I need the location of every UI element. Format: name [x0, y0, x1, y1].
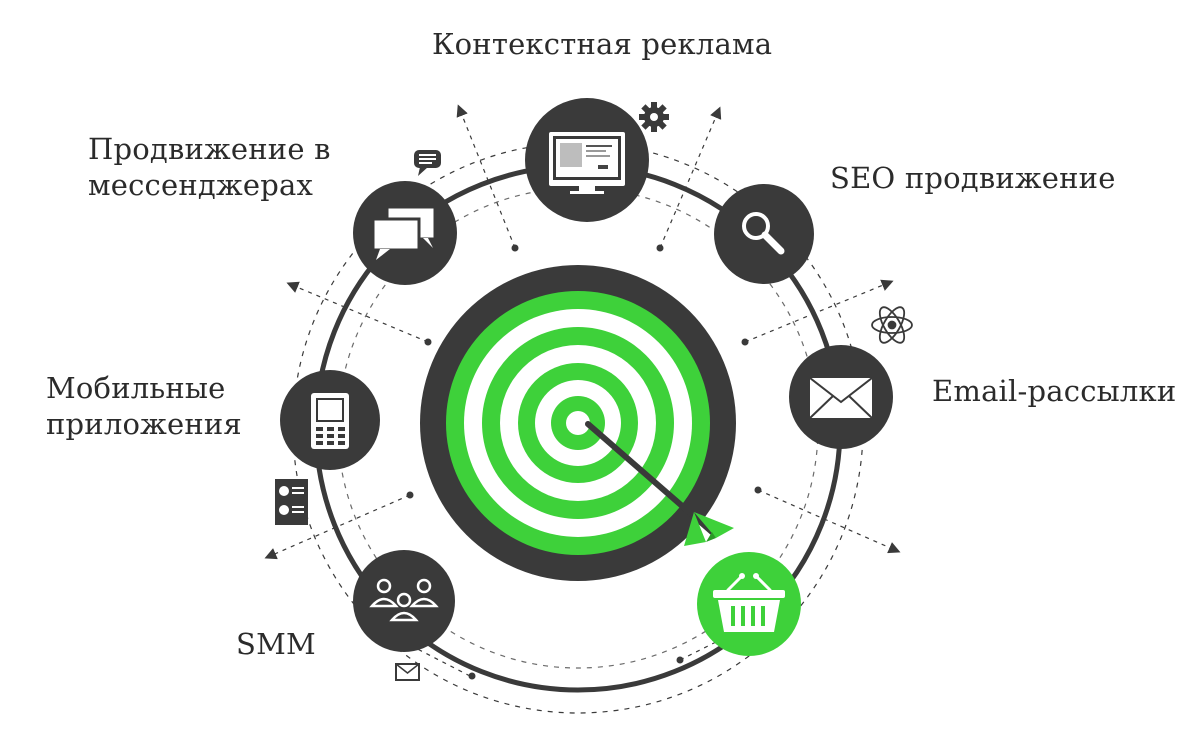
monitor-icon [549, 132, 625, 194]
label-messengers-line-1: Продвижение в [88, 132, 331, 166]
node-shopping[interactable] [697, 552, 801, 656]
node-context-ads[interactable] [525, 98, 649, 222]
label-context-ads-text: Контекстная реклама [432, 27, 773, 61]
label-context-ads: Контекстная реклама [432, 26, 772, 62]
label-messengers: Продвижение в мессенджерах [88, 131, 331, 203]
arrow-icon [585, 421, 734, 546]
label-smm: SMM [236, 626, 316, 662]
label-smm-text: SMM [236, 627, 316, 661]
target-icon [420, 265, 736, 581]
node-email[interactable] [789, 345, 893, 449]
small-chat-icon [414, 150, 441, 176]
node-mobile[interactable] [280, 370, 380, 470]
label-seo-text: SEO продвижение [830, 161, 1116, 195]
magnifier-icon [742, 212, 785, 255]
label-messengers-line-2: мессенджерах [88, 168, 313, 202]
shopping-basket-icon [713, 573, 785, 632]
label-mobile-line-2: приложения [46, 407, 242, 441]
report-icon [275, 479, 308, 525]
small-envelope-icon [395, 663, 420, 681]
dashed-arrow-dots [406, 244, 762, 680]
mobile-phone-icon [311, 393, 349, 449]
node-seo[interactable] [714, 184, 814, 284]
label-email: Email-рассылки [932, 373, 1176, 409]
label-email-text: Email-рассылки [932, 374, 1177, 408]
label-seo: SEO продвижение [830, 160, 1116, 196]
atom-icon [871, 306, 913, 344]
people-group-icon [369, 578, 439, 622]
envelope-icon [809, 377, 873, 419]
label-mobile: Мобильные приложения [46, 370, 242, 442]
label-mobile-line-1: Мобильные [46, 371, 226, 405]
node-messengers[interactable] [353, 181, 457, 285]
chat-bubbles-icon [371, 205, 437, 260]
gear-icon [639, 102, 669, 132]
node-smm[interactable] [353, 550, 455, 652]
